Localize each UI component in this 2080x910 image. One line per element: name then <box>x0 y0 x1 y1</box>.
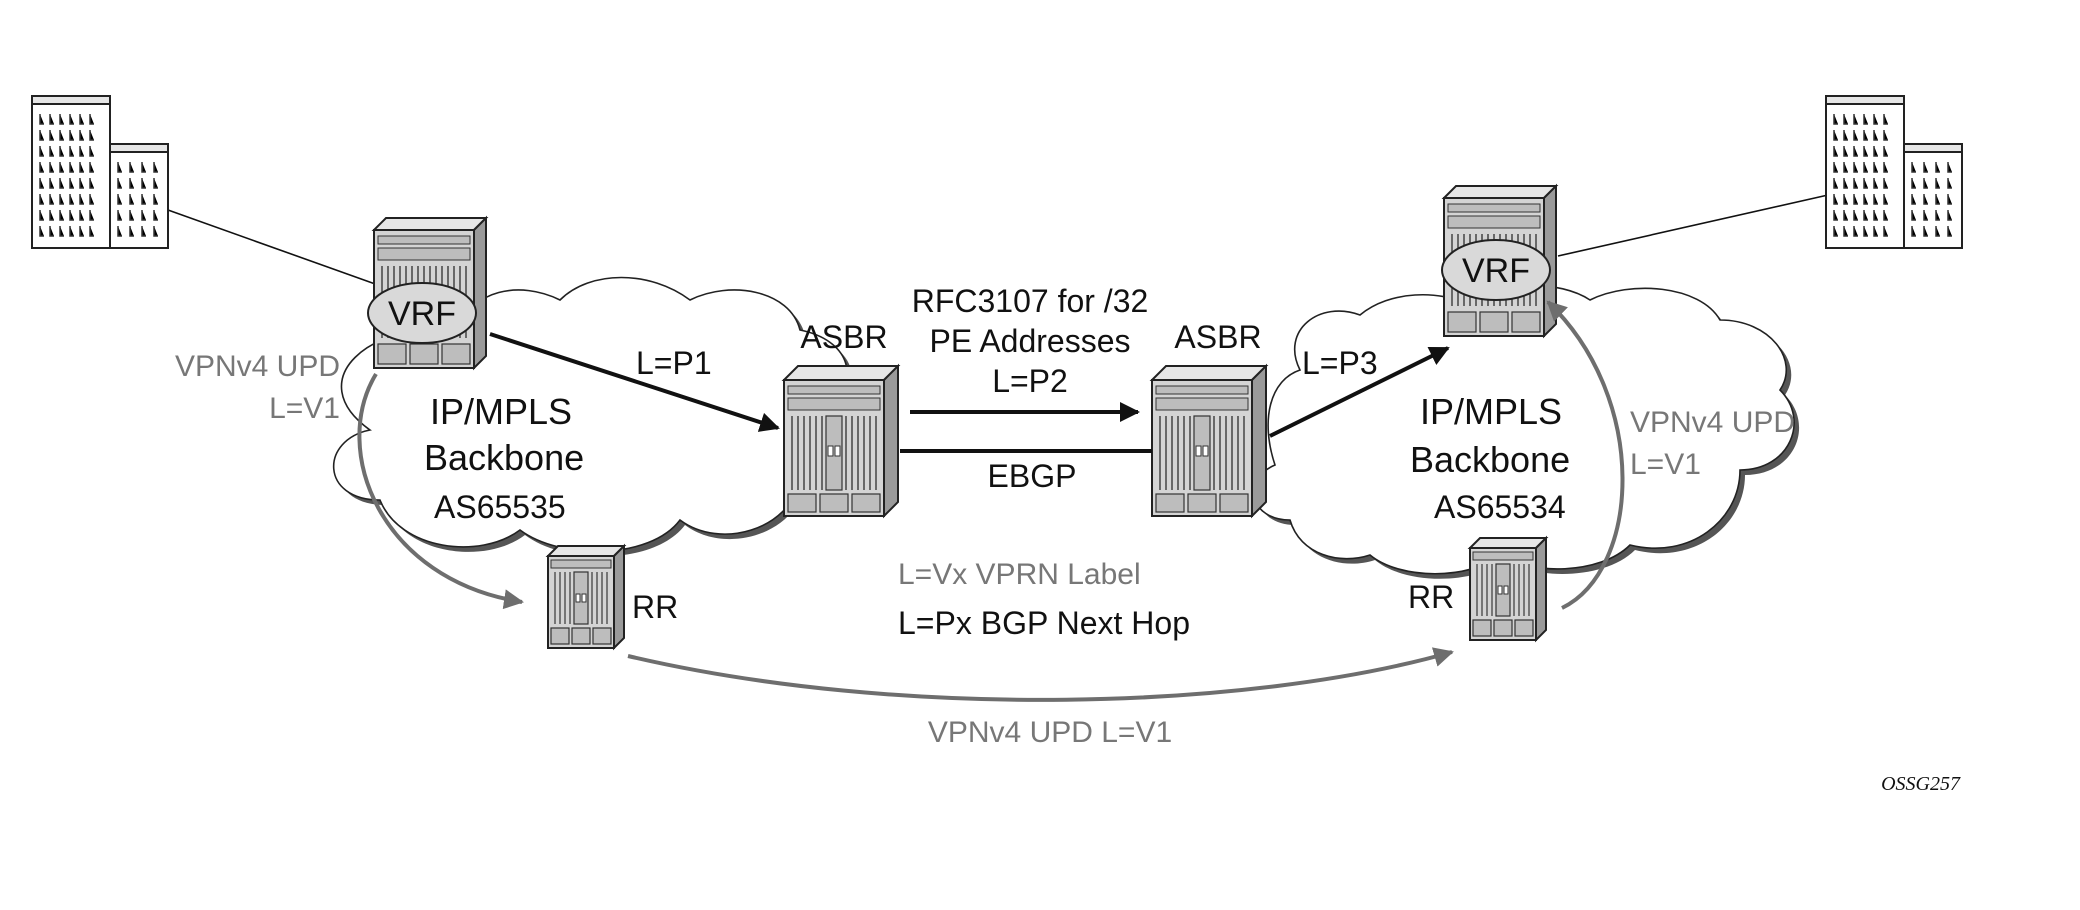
vpnv4-bottom-label: VPNv4 UPD L=V1 <box>928 716 1172 749</box>
vrf-left: VRF <box>367 282 477 344</box>
rr-right-icon <box>1469 537 1547 641</box>
asbr-right-icon <box>1151 365 1267 517</box>
cloud-right <box>1252 284 1800 579</box>
vpnv4-left-line-1: VPNv4 UPD <box>175 350 340 383</box>
backbone-left-line-2: Backbone <box>424 437 584 478</box>
vpnv4-right-line-2: L=V1 <box>1630 448 1701 481</box>
ebgp-label: EBGP <box>988 458 1077 494</box>
lp1-label: L=P1 <box>636 345 712 381</box>
link-building-right <box>1557 194 1829 257</box>
backbone-left-as: AS65535 <box>434 489 566 525</box>
vpnv4-right-line-1: VPNv4 UPD <box>1630 406 1795 439</box>
building-left-icon <box>31 95 169 249</box>
arrow-p3 <box>1269 346 1450 438</box>
rr-left-label: RR <box>632 589 678 625</box>
vrf-right-label: VRF <box>1462 252 1530 290</box>
link-building-left <box>167 209 379 286</box>
arrow-p1 <box>489 332 780 432</box>
arrow-vpnv4-right <box>1546 300 1625 610</box>
legend-vx: L=Vx VPRN Label <box>898 558 1141 591</box>
rfc-line-1: RFC3107 for /32 <box>912 283 1149 319</box>
vrf-left-label: VRF <box>388 295 456 333</box>
arrow-vpnv4-bottom <box>627 647 1454 702</box>
asbr-left-icon <box>783 365 899 517</box>
vpnv4-left-line-2: L=V1 <box>269 392 340 425</box>
figure-id: OSSG257 <box>1881 773 1961 795</box>
lp3-label: L=P3 <box>1302 345 1378 381</box>
backbone-right-line-2: Backbone <box>1410 439 1570 480</box>
rr-left-icon <box>547 545 625 649</box>
legend-px: L=Px BGP Next Hop <box>898 605 1190 641</box>
rfc-line-3: L=P2 <box>992 363 1068 399</box>
rr-right-label: RR <box>1408 579 1454 615</box>
backbone-left-line-1: IP/MPLS <box>430 391 572 432</box>
backbone-right-as: AS65534 <box>1434 489 1566 525</box>
building-right-icon <box>1825 95 1963 249</box>
vrf-right: VRF <box>1441 239 1551 301</box>
rfc-line-2: PE Addresses <box>930 323 1131 359</box>
asbr-right-label: ASBR <box>1174 319 1261 355</box>
backbone-right-line-1: IP/MPLS <box>1420 391 1562 432</box>
asbr-left-label: ASBR <box>800 319 887 355</box>
arrow-vpnv4-left <box>357 372 524 610</box>
